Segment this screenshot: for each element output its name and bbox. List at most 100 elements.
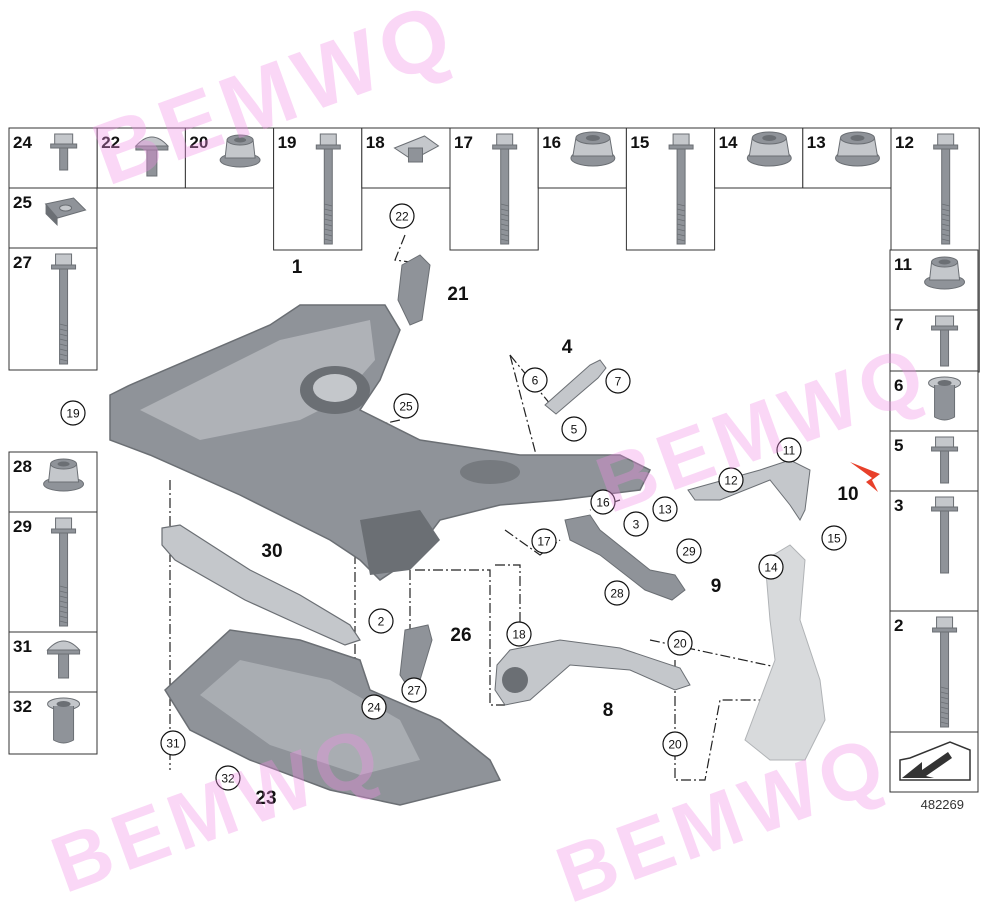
callout-7: 7 <box>605 368 631 394</box>
callout-circle <box>821 525 847 551</box>
part-cell-18: 18 <box>361 127 451 189</box>
callout-number: 27 <box>407 684 421 698</box>
long-bolt-icon <box>933 133 959 245</box>
callout-10: 10 <box>837 484 858 505</box>
callout-circle <box>604 580 630 606</box>
callout-number: 19 <box>66 407 80 421</box>
flange-nut-icon <box>924 256 966 290</box>
sleeve-icon <box>928 376 962 421</box>
part-cell-25: 25 <box>8 187 98 249</box>
leader-line <box>394 234 411 263</box>
part-number-label: 5 <box>894 436 903 455</box>
underbody-cover <box>164 629 502 806</box>
callout-circle <box>652 496 678 522</box>
callout-19: 19 <box>60 400 86 426</box>
wishbone-10 <box>687 459 811 521</box>
part-cell-17: 17 <box>449 127 539 251</box>
bolt-icon <box>931 496 959 574</box>
callout-number: 29 <box>682 545 696 559</box>
callout-12: 12 <box>718 467 744 493</box>
callout-number: 12 <box>724 474 738 488</box>
callout-25: 25 <box>393 393 419 419</box>
callout-number: 8 <box>603 700 614 721</box>
part-cell-24: 24 <box>8 127 98 189</box>
callout-31: 31 <box>160 730 186 756</box>
tension-strut-4 <box>544 359 607 415</box>
callout-circle <box>401 677 427 703</box>
clip-screw-icon <box>134 136 169 177</box>
callout-18: 18 <box>506 621 532 647</box>
part-cell-2: 2 <box>889 610 979 733</box>
long-bolt-icon <box>315 133 341 245</box>
callout-circle <box>662 731 688 757</box>
callout-2: 2 <box>368 608 394 634</box>
wheel-carrier <box>744 544 826 761</box>
part-number-label: 24 <box>13 133 32 152</box>
front-subframe <box>109 304 652 581</box>
callout-number: 11 <box>783 444 796 458</box>
part-cell-14: 14 <box>714 127 804 189</box>
callout-number: 15 <box>827 532 841 546</box>
callout-number: 6 <box>532 374 539 388</box>
part-number-label: 12 <box>895 133 914 152</box>
callout-16: 16 <box>590 489 616 515</box>
hex-nut-icon <box>834 131 880 167</box>
callout-number: 14 <box>764 561 778 575</box>
callout-number: 30 <box>261 541 282 562</box>
part-number-label: 22 <box>101 133 120 152</box>
part-cell-32: 32 <box>8 691 98 755</box>
callout-28: 28 <box>604 580 630 606</box>
callout-circle <box>389 203 415 229</box>
leader-line <box>415 569 505 706</box>
part-cell-28: 28 <box>8 451 98 513</box>
bracket-clip-icon <box>393 135 440 163</box>
callout-number: 2 <box>378 615 385 629</box>
part-cell-11: 11 <box>889 249 979 311</box>
part-number-label: 14 <box>719 133 738 152</box>
callout-number: 21 <box>447 284 469 305</box>
part-cell-13: 13 <box>802 127 892 189</box>
control-arm-8 <box>494 639 691 706</box>
callout-number: 1 <box>292 257 303 278</box>
part-number-label: 31 <box>13 637 32 656</box>
callout-5: 5 <box>561 416 587 442</box>
sleeve-icon <box>47 697 81 744</box>
part-number-label: 32 <box>13 697 32 716</box>
callout-circle <box>506 621 532 647</box>
callout-27: 27 <box>401 677 427 703</box>
bolt-icon <box>50 133 78 171</box>
callout-number: 16 <box>596 496 610 510</box>
callout-circle <box>522 367 548 393</box>
part-number-label: 29 <box>13 517 32 536</box>
callout-22: 22 <box>389 203 415 229</box>
part-cell-5: 5 <box>889 430 979 492</box>
part-number-label: 27 <box>13 253 32 272</box>
callout-number: 20 <box>673 637 687 651</box>
part-cell-3: 3 <box>889 490 979 612</box>
callout-circle <box>368 608 394 634</box>
long-bolt-icon <box>668 133 694 245</box>
flange-nut-icon <box>43 458 85 492</box>
callout-4: 4 <box>562 337 573 358</box>
callout-number: 26 <box>450 625 471 646</box>
callout-circle <box>590 489 616 515</box>
callout-9: 9 <box>711 576 722 597</box>
part-number-label: 28 <box>13 457 32 476</box>
part-number-label: 2 <box>894 616 903 635</box>
drawing-number: 482269 <box>920 797 964 812</box>
callout-17: 17 <box>531 528 557 554</box>
callout-circle <box>361 694 387 720</box>
callout-number: 13 <box>658 503 672 517</box>
part-cell-19: 19 <box>273 127 363 251</box>
callout-number: 20 <box>668 738 682 752</box>
callout-number: 31 <box>166 737 180 751</box>
callout-15: 15 <box>821 525 847 551</box>
part-cell-20: 20 <box>184 127 275 189</box>
callout-8: 8 <box>603 700 614 721</box>
callout-circle <box>561 416 587 442</box>
callout-number: 18 <box>512 628 526 642</box>
callout-number: 17 <box>537 535 551 549</box>
